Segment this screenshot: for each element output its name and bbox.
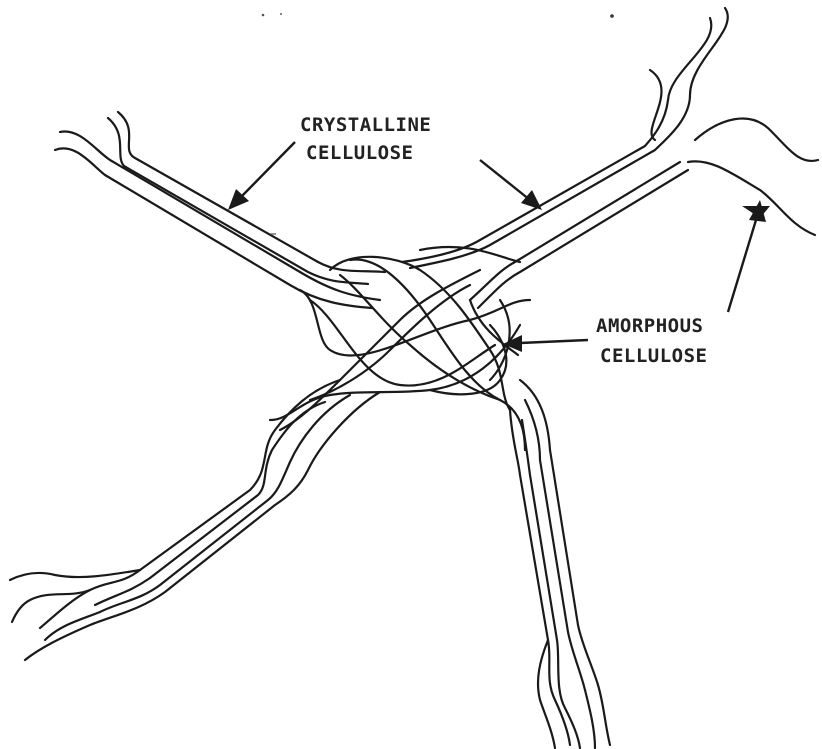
lower-right-crystalline-region — [510, 380, 610, 748]
lower-left-crystalline-region — [10, 380, 380, 660]
crystalline-arrow-left — [228, 142, 295, 210]
fibril — [95, 402, 325, 605]
fibril — [330, 257, 510, 410]
fibril — [10, 570, 140, 580]
crystalline-cellulose-label: CRYSTALLINE CELLULOSE — [300, 114, 431, 164]
crystalline-label-line2: CELLULOSE — [306, 142, 413, 164]
upper-right-crystalline-region — [402, 8, 818, 308]
fibril — [688, 161, 815, 235]
amorphous-arrow-center — [503, 335, 588, 352]
fibril — [520, 380, 610, 745]
amorphous-label-line2: CELLULOSE — [600, 345, 707, 367]
fibril — [118, 112, 385, 272]
amorphous-cellulose-label: AMORPHOUS CELLULOSE — [596, 315, 707, 367]
amorphous-arrow-upper — [728, 200, 770, 312]
amorphous-label-line1: AMORPHOUS — [596, 315, 703, 337]
crystalline-label-line1: CRYSTALLINE — [300, 114, 431, 136]
crystalline-arrow-right — [480, 160, 542, 210]
fibril — [45, 395, 350, 640]
fibril — [695, 119, 818, 161]
fibril — [650, 70, 661, 140]
fibril — [470, 162, 680, 300]
